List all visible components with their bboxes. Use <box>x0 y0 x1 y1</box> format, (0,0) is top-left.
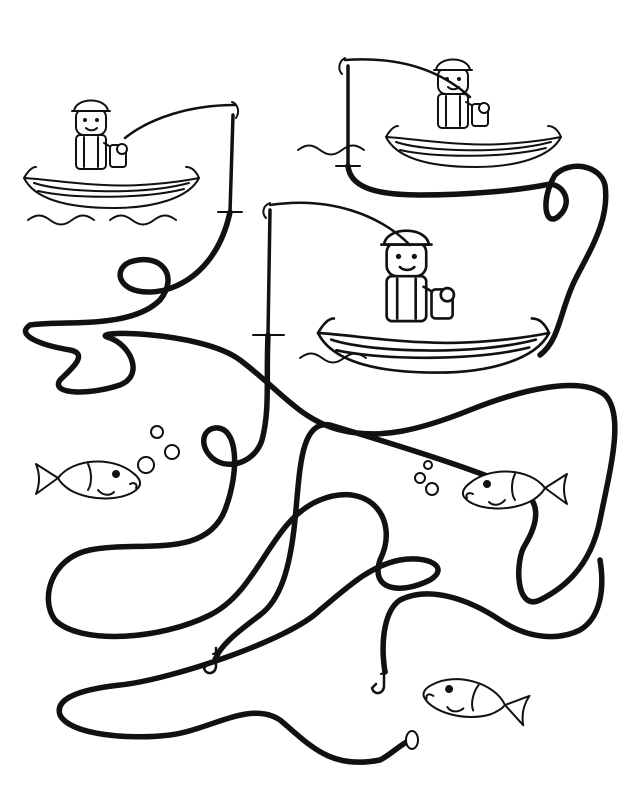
fisherman-top-left <box>23 99 243 226</box>
fishing-rod <box>268 201 412 247</box>
fishing-rod <box>343 58 472 99</box>
maze-line-a <box>22 209 618 663</box>
water-waves-icon <box>27 214 95 226</box>
bubbles-icon <box>414 460 439 496</box>
fish-icon <box>419 670 531 731</box>
bubbles-icon <box>137 425 180 474</box>
fishing-hook-icon <box>370 666 389 695</box>
fish-icon <box>35 460 142 500</box>
fisherman-top-right <box>297 57 562 168</box>
fish-icon <box>461 470 568 510</box>
fishing-rod <box>123 103 237 140</box>
maze-line-c <box>345 163 609 358</box>
water-waves-icon <box>297 144 365 156</box>
fisherman-middle <box>252 201 551 374</box>
maze-line-d <box>380 557 605 675</box>
maze-line-b <box>45 332 441 765</box>
